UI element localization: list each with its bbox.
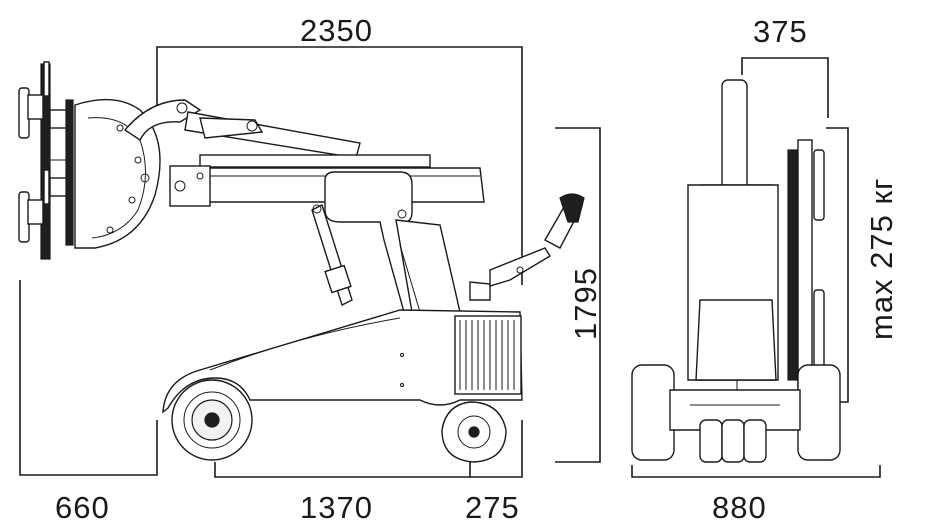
dim-wheelbase: 1370	[300, 490, 373, 525]
dim-overall-width: 880	[712, 490, 767, 525]
front-view	[631, 79, 841, 463]
vacuum-head	[18, 61, 74, 260]
side-view	[18, 61, 585, 463]
chassis	[162, 309, 523, 414]
dim-overall-length: 2350	[300, 13, 373, 48]
dim-max-load: max 275 кг	[864, 178, 899, 340]
lift-arm	[123, 99, 485, 207]
mast	[311, 171, 461, 313]
dim-mast-width: 375	[753, 14, 808, 49]
rear-wheel	[441, 401, 507, 463]
dim-front-overhang: 660	[55, 490, 110, 525]
dim-rear-overhang: 275	[465, 490, 520, 525]
dim-overall-height: 1795	[568, 267, 603, 340]
dimension-lines	[19, 46, 881, 478]
front-wheel	[171, 379, 253, 461]
control-handle	[469, 193, 585, 301]
